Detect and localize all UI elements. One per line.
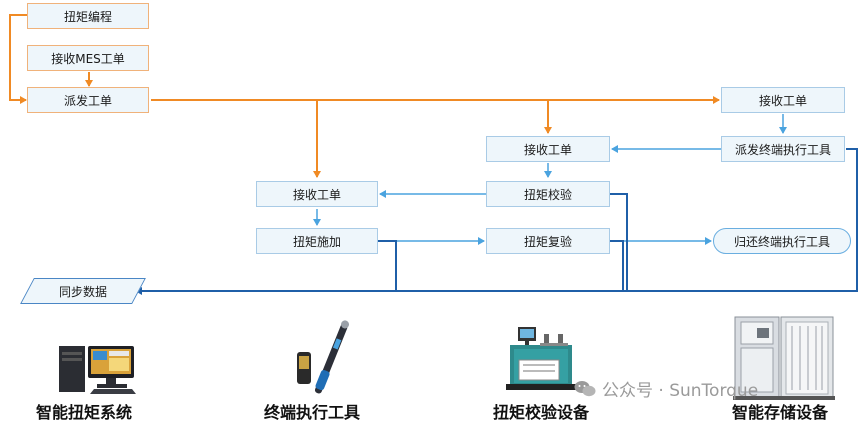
node-torque-application: 扭矩施加 — [256, 228, 378, 254]
node-receive-mes-order: 接收MES工单 — [27, 45, 149, 71]
node-dispatch-order: 派发工单 — [27, 87, 149, 113]
node-receive-order-mid: 接收工单 — [486, 136, 610, 162]
node-torque-programming: 扭矩编程 — [27, 3, 149, 29]
edge-programming-to-dispatch — [9, 14, 27, 104]
calibration-device-icon — [506, 327, 576, 390]
label-storage-device: 智能存储设备 — [732, 403, 829, 422]
label-system: 智能扭矩系统 — [36, 403, 133, 422]
node-dispatch-tool: 派发终端执行工具 — [721, 136, 845, 162]
edge-sync-main — [135, 148, 858, 295]
node-receive-order-right: 接收工单 — [721, 87, 845, 113]
edge-sync-calibration — [610, 193, 628, 291]
watermark-text: 公众号 · SunTorque — [602, 381, 759, 401]
node-torque-recheck: 扭矩复验 — [486, 228, 610, 254]
watermark: 公众号 · SunTorque — [574, 376, 758, 401]
node-receive-order-left: 接收工单 — [256, 181, 378, 207]
node-return-tool: 归还终端执行工具 — [713, 228, 851, 254]
edge-sync-application — [378, 240, 397, 291]
terminal-tool-icon — [297, 320, 350, 394]
sync-data-label: 同步数据 — [58, 284, 107, 299]
edge-sync-recheck — [610, 240, 624, 291]
computer-icon — [59, 346, 136, 394]
label-tool: 终端执行工具 — [264, 403, 361, 422]
node-torque-calibration: 扭矩校验 — [486, 181, 610, 207]
node-sync-data: 同步数据 — [20, 278, 146, 304]
label-calibration-device: 扭矩校验设备 — [493, 403, 590, 422]
wechat-icon — [574, 380, 596, 396]
storage-device-icon — [733, 316, 835, 400]
